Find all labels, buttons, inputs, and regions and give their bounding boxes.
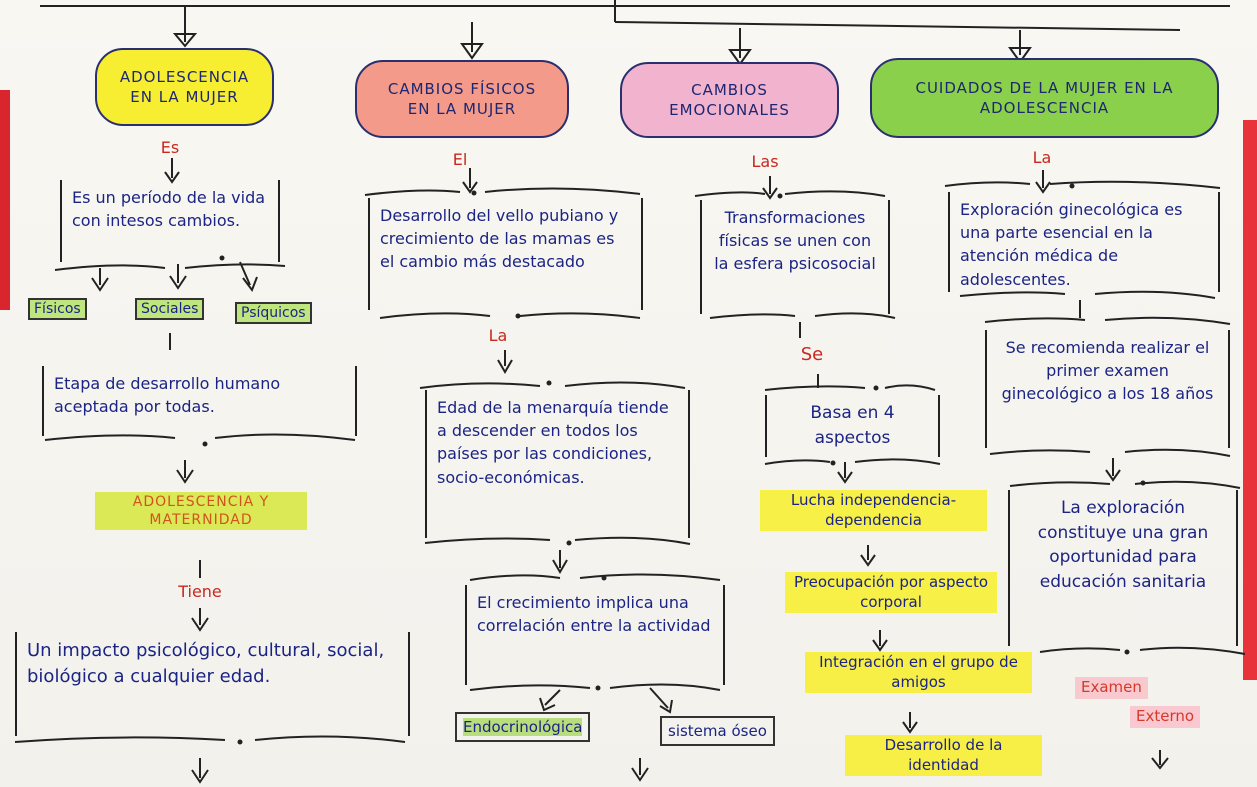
header-cambios-emocionales: CAMBIOS EMOCIONALES [620,62,839,138]
box-exploracion-oportunidad: La exploración constituye una gran oport… [1008,490,1238,646]
tag-psiquicos: Psíquicos [235,302,312,324]
connector-se: Se [800,344,824,365]
exam-label-examen: Examen [1075,677,1148,699]
connector-las: Las [751,152,779,171]
aspect-preocupacion-corporal: Preocupación por aspecto corporal [785,572,997,613]
connector-la: La [488,326,508,345]
aspect-desarrollo-identidad: Desarrollo de la identidad [845,735,1042,776]
header-adolescencia: ADOLESCENCIA EN LA MUJER [95,48,274,126]
red-edge-left [0,90,10,310]
highlight-adolescencia-maternidad: ADOLESCENCIA Y MATERNIDAD [95,492,307,531]
header-cuidados: CUIDADOS DE LA MUJER EN LA ADOLESCENCIA [870,58,1219,138]
connector-la-col4: La [1032,148,1052,167]
box-desarrollo-vello: Desarrollo del vello pubiano y crecimien… [368,198,643,310]
box-basa-4-aspectos: Basa en 4 aspectos [765,395,940,457]
header-cambios-fisicos-text: CAMBIOS FÍSICOS EN LA MUJER [387,79,537,118]
tag-sociales: Sociales [135,298,205,320]
box-etapa-desarrollo: Etapa de desarrollo humano aceptada por … [42,366,357,436]
box-transformaciones: Transformaciones físicas se unen con la … [700,200,890,314]
box-crecimiento: El crecimiento implica una correlación e… [465,585,725,685]
tag-endocrinologica-text: Endocrinológica [463,718,583,736]
red-edge-right [1243,120,1257,680]
box-menarquia: Edad de la menarquía tiende a descender … [425,390,690,538]
box-periodo-vida: Es un período de la vida con intesos cam… [60,180,280,262]
header-cambios-emocionales-text: CAMBIOS EMOCIONALES [669,80,790,119]
tag-sistema-oseo: sistema óseo [660,716,775,746]
connector-es: Es [160,138,180,157]
connector-tiene: Tiene [178,582,222,601]
tag-fisicos: Físicos [28,298,87,320]
aspect-lucha-independencia: Lucha independencia-dependencia [760,490,987,531]
tag-endocrinologica: Endocrinológica [455,712,591,742]
aspect-integracion-amigos: Integración en el grupo de amigos [805,652,1032,693]
box-impacto: Un impacto psicológico, cultural, social… [15,632,410,736]
connector-el: El [452,150,468,169]
box-primer-examen: Se recomienda realizar el primer examen … [985,330,1230,448]
header-cambios-fisicos: CAMBIOS FÍSICOS EN LA MUJER [355,60,569,138]
header-cuidados-text: CUIDADOS DE LA MUJER EN LA ADOLESCENCIA [915,78,1174,117]
box-exploracion-ginecologica: Exploración ginecológica es una parte es… [948,192,1220,292]
exam-label-externo: Externo [1130,706,1201,728]
header-adolescencia-text: ADOLESCENCIA EN LA MUJER [119,67,250,106]
